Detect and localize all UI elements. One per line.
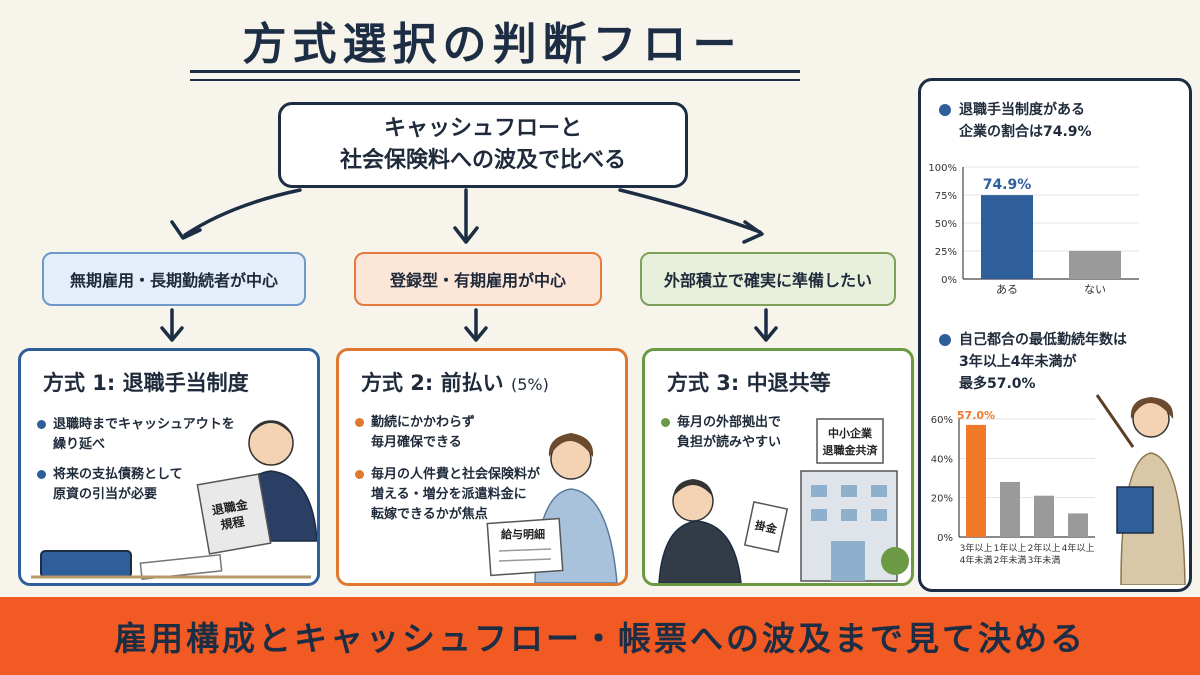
arrow-to-category-1 [183, 188, 302, 237]
stat-1-line1: 退職手当制度がある [959, 102, 1085, 118]
bar [981, 195, 1033, 279]
folder-icon [1116, 486, 1154, 534]
book-title-line1: 退職金 [211, 496, 250, 517]
y-tick-label: 20% [931, 494, 953, 505]
method-1-title: 方式 1: 退職手当制度 [43, 371, 249, 395]
retirement-allowance-chart: 0% 25% 50% 75% 100% 74.9% ある ない [929, 163, 1139, 296]
method-1-bullet-1-line1: 退職時までキャッシュアウトを [53, 417, 235, 432]
y-tick-label: 0% [937, 533, 953, 544]
bar [966, 424, 986, 537]
method-2-bullet-2-line1: 毎月の人件費と社会保険料が [371, 467, 541, 482]
data-label: 74.9% [983, 177, 1032, 193]
x-tick-label: 4年未満 [960, 554, 993, 566]
bullet-dot-icon [939, 104, 951, 116]
method-2-bullet-1-line1: 勤続にかかわらず [371, 415, 475, 430]
method-2-title-wrap: 方式 2: 前払い (5%) [361, 367, 549, 397]
bar [1068, 513, 1088, 537]
method-2-title-suffix: (5%) [510, 375, 549, 394]
building-sign-line2: 退職金共済 [823, 443, 879, 457]
woman-payslip-illustration: 給与明細 [486, 433, 618, 583]
method-1-bullet-1: 退職時までキャッシュアウトを 繰り延べ [37, 415, 243, 455]
root-question-line2: 社会保険料への波及で比べる [339, 148, 626, 173]
binder-icon [40, 550, 132, 578]
conclusion-banner: 雇用構成とキャッシュフロー・帳票への波及まで見て決める [0, 597, 1200, 675]
title-underline [190, 70, 800, 81]
x-tick-label: 2年以上 [1028, 542, 1061, 554]
bar [1034, 495, 1054, 537]
presenter-illustration [1095, 394, 1186, 585]
page-title: 方式選択の判断フロー [242, 19, 743, 70]
method-3-bullet-1-line1: 毎月の外部拠出で [677, 415, 782, 430]
x-tick-label: ある [996, 283, 1018, 296]
method-1-bullet-2-line2: 原資の引当が必要 [53, 487, 158, 502]
bar [1000, 481, 1020, 537]
y-tick-label: 50% [935, 219, 957, 230]
y-tick-label: 0% [941, 275, 957, 286]
envelope-icon [743, 501, 789, 553]
x-tick-label: 4年以上 [1062, 542, 1095, 554]
method-3-bullet-1-line2: 負担が読みやすい [677, 435, 782, 450]
method-2-title: 方式 2: 前払い [361, 371, 504, 395]
bullet-dot-icon [355, 470, 364, 479]
method-1-bullet-1-line2: 繰り延べ [53, 437, 106, 452]
stat-1-text: 退職手当制度がある 企業の割合は74.9% [939, 99, 1189, 143]
y-tick-label: 60% [931, 415, 953, 426]
root-question-line1: キャッシュフローと [383, 116, 582, 141]
pointer-icon [1095, 394, 1135, 448]
bullet-dot-icon [37, 470, 46, 479]
stat-2-line3: 最多57.0% [959, 376, 1036, 392]
x-tick-label: 2年未満 [994, 554, 1027, 566]
y-tick-label: 40% [931, 454, 953, 465]
regulation-book-icon [196, 473, 272, 555]
method-3-title: 方式 3: 中退共等 [667, 371, 831, 395]
bullet-dot-icon [355, 418, 364, 427]
statistics-panel: 退職手当制度がある 企業の割合は74.9% 0% 25% 50% 75% 100% 74.… [918, 78, 1192, 592]
building-sign-icon [816, 418, 884, 464]
category-long-term-employment: 無期雇用・長期勤続者が中心 [42, 252, 306, 306]
stat-2-line1: 自己都合の最低勤続年数は [959, 332, 1127, 348]
bullet-dot-icon [661, 418, 670, 427]
businessman-reading-illustration: 退職金 規程 [31, 420, 317, 580]
method-3-card: 方式 3: 中退共等 毎月の外部拠出で 負担が読みやすい 中小企業 退職金共済 … [642, 348, 914, 586]
stat-1-line2: 企業の割合は74.9% [959, 124, 1092, 140]
method-1-bullet-2-line1: 将来の支払債務として [53, 467, 183, 482]
arrow-to-category-3 [618, 188, 762, 234]
bullet-dot-icon [939, 334, 951, 346]
method-2-bullet-1: 勤続にかかわらず 毎月確保できる [355, 413, 561, 453]
root-question-box: キャッシュフローと 社会保険料への波及で比べる [278, 102, 688, 188]
bar [1069, 250, 1121, 279]
mutual-aid-building-illustration: 中小企業 退職金共済 掛金 [658, 418, 909, 583]
bullet-dot-icon [37, 420, 46, 429]
y-tick-label: 100% [929, 163, 957, 174]
x-tick-label: 3年未満 [1028, 554, 1061, 566]
method-2-bullet-2-line2: 増える・増分を派遣料金に [371, 487, 527, 502]
method-2-bullet-2: 毎月の人件費と社会保険料が 増える・増分を派遣料金に 転嫁できるかが焦点 [355, 465, 571, 525]
y-tick-label: 75% [935, 191, 957, 202]
stat-2-line2: 3年以上4年未満が [959, 354, 1077, 370]
method-2-bullet-1-line2: 毎月確保できる [371, 435, 462, 450]
data-label: 57.0% [957, 409, 995, 422]
method-2-card: 方式 2: 前払い (5%) 勤続にかかわらず 毎月確保できる 毎月の人件費と社… [336, 348, 628, 586]
method-3-bullet-1: 毎月の外部拠出で 負担が読みやすい [661, 413, 817, 453]
building-sign-line1: 中小企業 [828, 426, 873, 440]
y-tick-label: 25% [935, 247, 957, 258]
x-tick-label: 3年以上 [960, 542, 993, 554]
category-fixed-term-employment: 登録型・有期雇用が中心 [354, 252, 602, 306]
x-tick-label: 1年以上 [994, 542, 1027, 554]
x-tick-label: ない [1084, 283, 1106, 296]
envelope-label: 掛金 [754, 518, 779, 536]
payslip-label: 給与明細 [501, 527, 545, 541]
category-external-funding: 外部積立で確実に準備したい [640, 252, 896, 306]
stat-2-text: 自己都合の最低勤続年数は 3年以上4年未満が 最多57.0% [939, 329, 1189, 395]
book-title-line2: 規程 [219, 513, 245, 532]
method-2-bullet-2-line3: 転嫁できるかが焦点 [371, 507, 488, 522]
method-1-card: 方式 1: 退職手当制度 退職時までキャッシュアウトを 繰り延べ 将来の支払債務… [18, 348, 320, 586]
minimum-tenure-chart: 0% 20% 40% 60% 57.0% 3年以上4年未満1年以上2年未満2年以上3年未満… [931, 409, 1095, 566]
flow-arrows [160, 188, 778, 342]
method-1-bullet-2: 将来の支払債務として 原資の引当が必要 [37, 465, 203, 505]
paper-icon [139, 554, 223, 580]
